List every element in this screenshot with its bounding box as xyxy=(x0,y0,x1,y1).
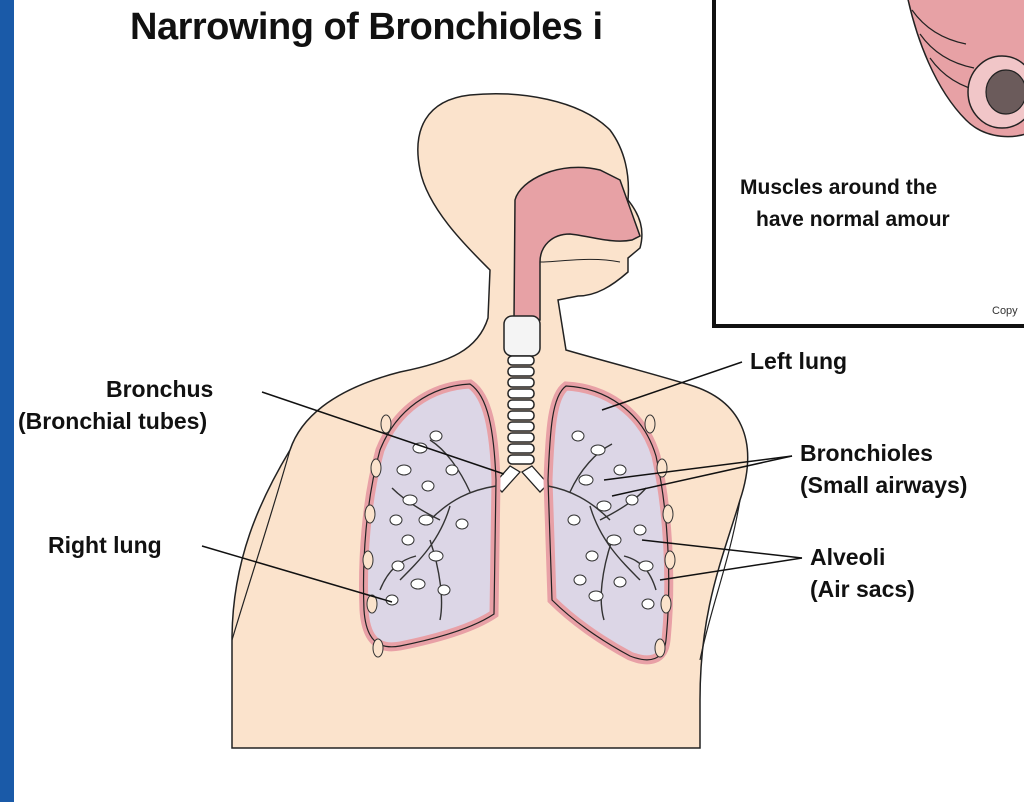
bronchiole-cross-section xyxy=(716,0,1024,150)
copyright-text: Copy xyxy=(992,305,1018,317)
label-bronchus: Bronchus xyxy=(106,376,213,403)
page-title: Narrowing of Bronchioles i xyxy=(130,6,603,49)
larynx xyxy=(504,316,540,356)
label-bronchial-tubes: (Bronchial tubes) xyxy=(18,408,207,435)
inset-caption-line-2: have normal amour xyxy=(756,208,950,232)
label-alveoli: Alveoli xyxy=(810,544,885,571)
label-right-lung: Right lung xyxy=(48,532,162,559)
inset-panel: Muscles around the have normal amour Cop… xyxy=(712,0,1024,328)
label-left-lung: Left lung xyxy=(750,348,847,375)
label-small-airways: (Small airways) xyxy=(800,472,967,499)
label-bronchioles: Bronchioles xyxy=(800,440,933,467)
inset-caption-line-1: Muscles around the xyxy=(740,176,937,200)
label-air-sacs: (Air sacs) xyxy=(810,576,915,603)
